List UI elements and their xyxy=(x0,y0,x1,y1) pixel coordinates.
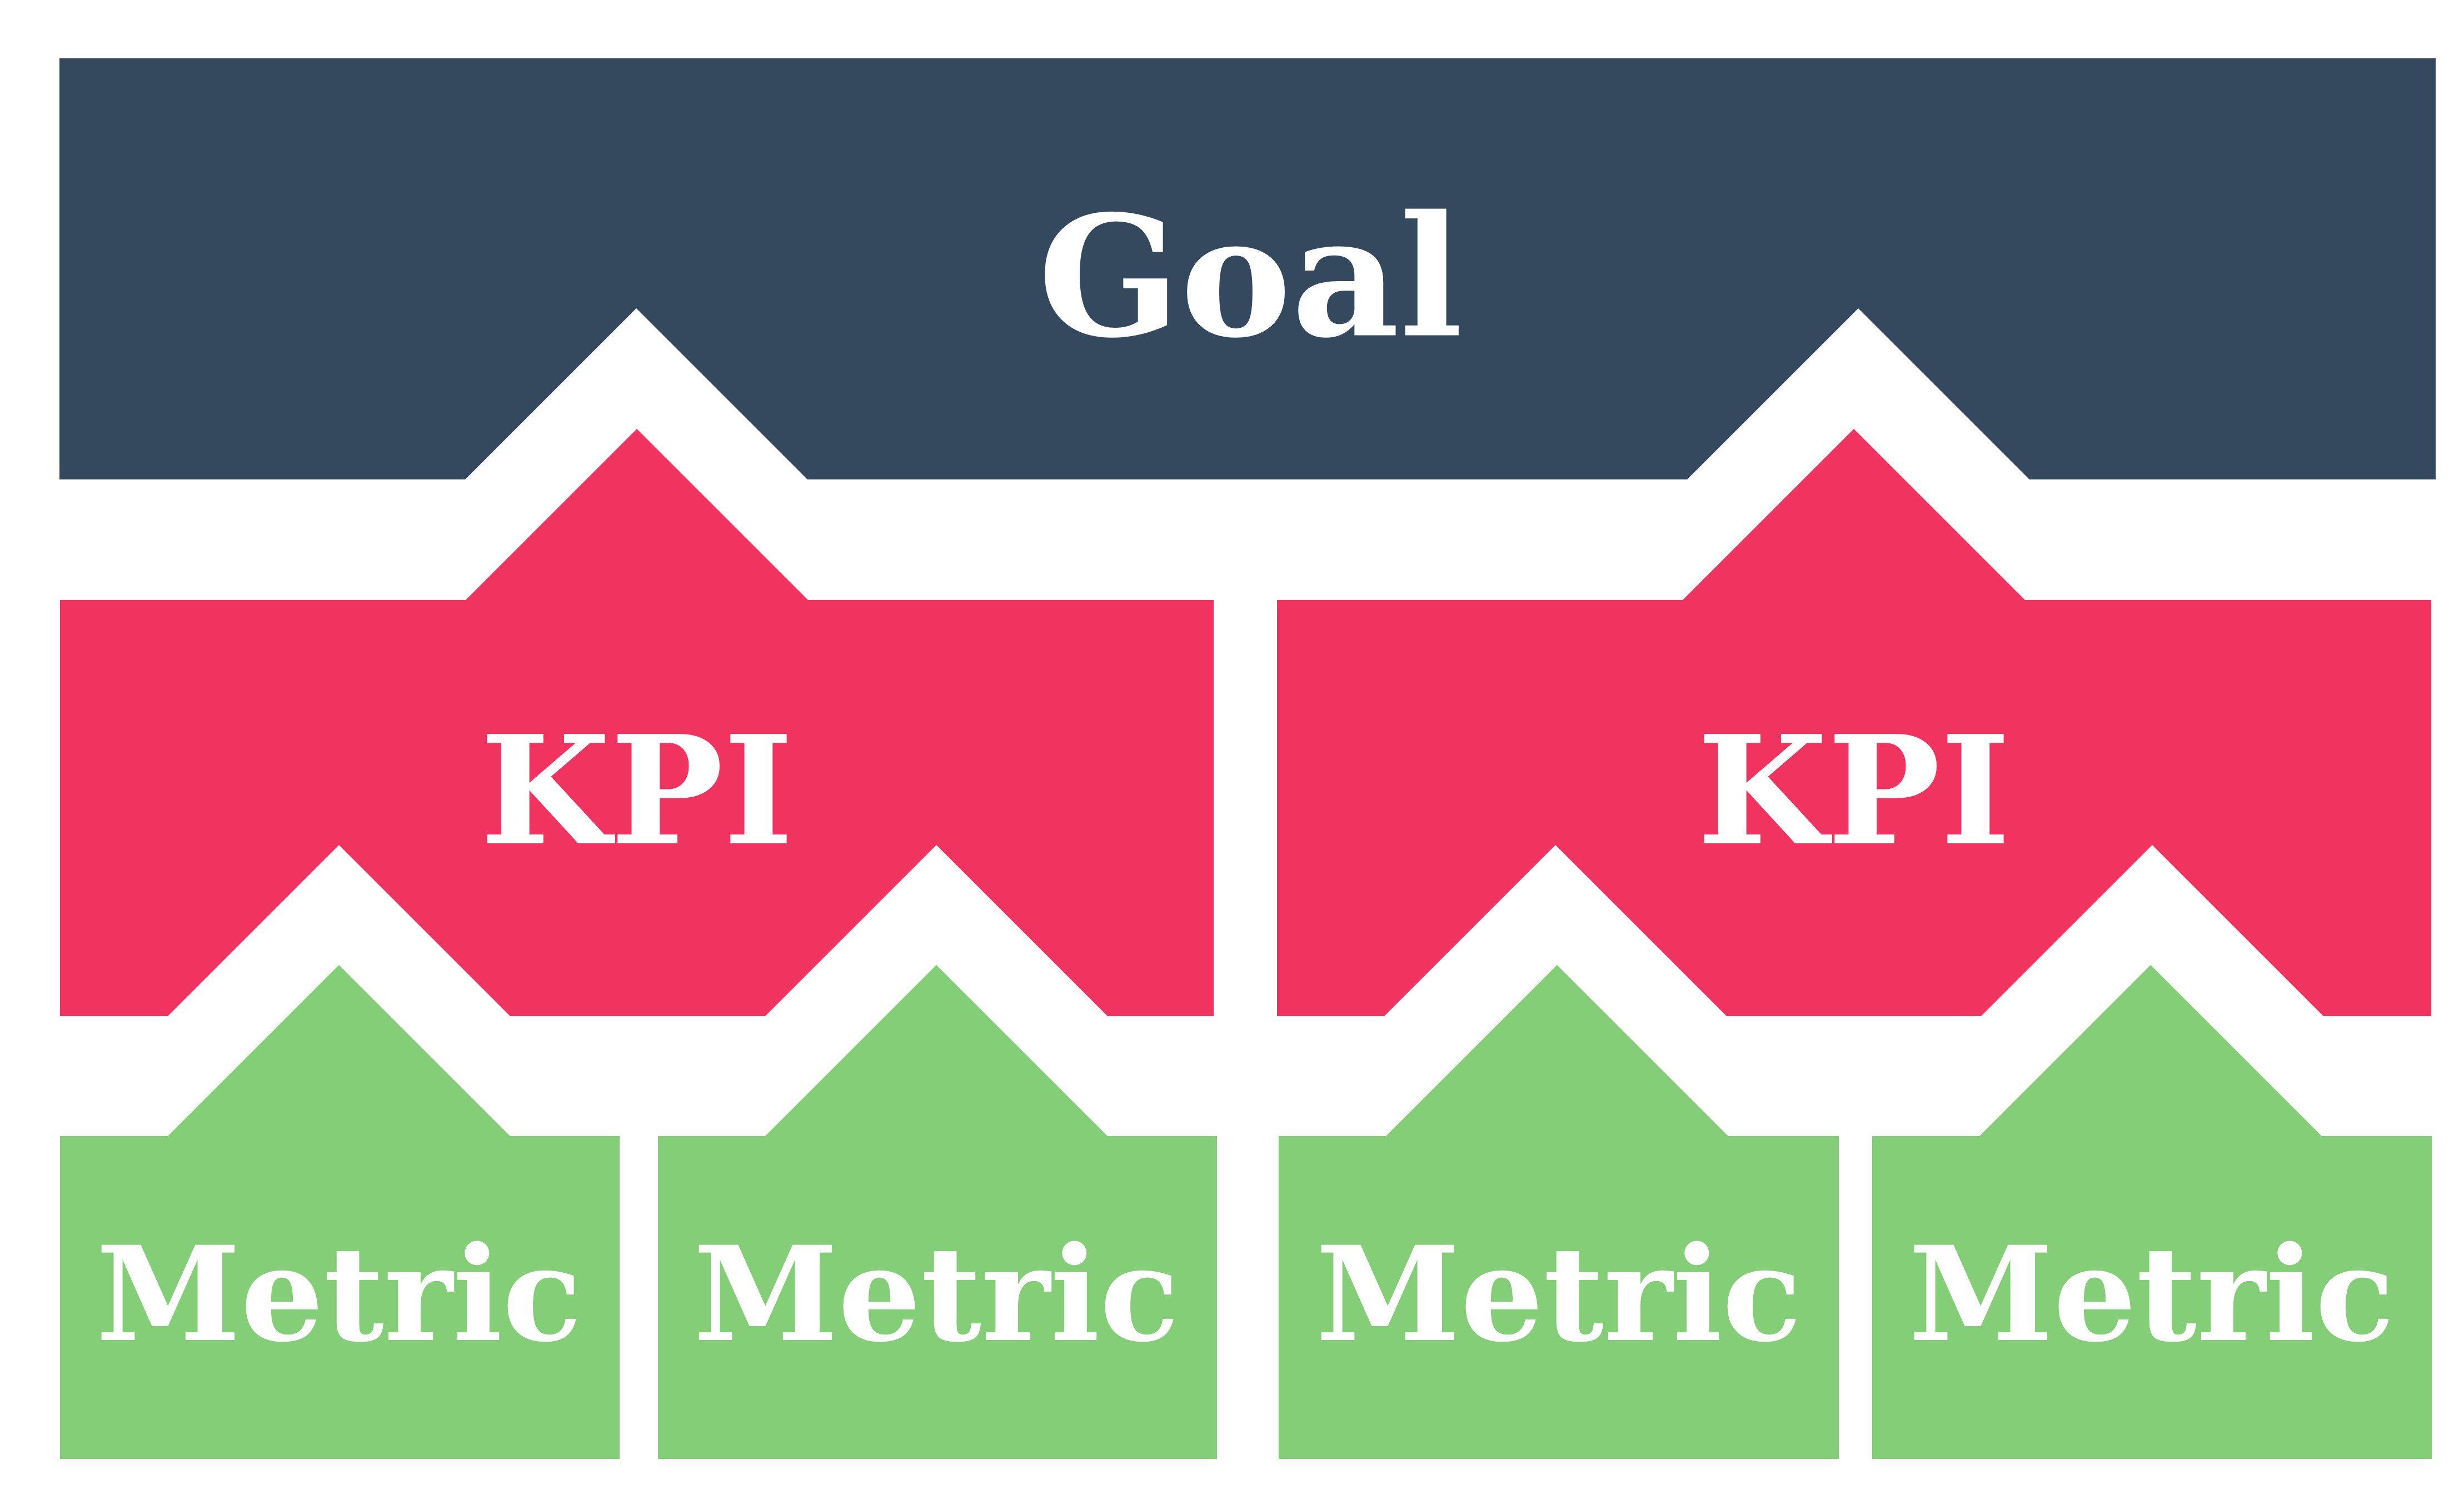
kpi-label-2: KPI xyxy=(1697,702,2011,879)
metric-label-1: Metric xyxy=(96,1218,582,1371)
kpi-label-1: KPI xyxy=(480,702,794,879)
kpi-shape-1 xyxy=(60,429,1214,1016)
goal-label: Goal xyxy=(1038,179,1463,375)
kpi-shape-2 xyxy=(1277,429,2431,1016)
metric-shape-2 xyxy=(658,965,1217,1459)
metric-block-3: Metric xyxy=(1279,965,1839,1459)
metric-label-3: Metric xyxy=(1316,1218,1802,1371)
metric-block-2: Metric xyxy=(658,965,1217,1459)
metric-shape-4 xyxy=(1872,965,2432,1459)
kpi-block-1: KPI xyxy=(60,429,1214,1016)
metric-block-1: Metric xyxy=(60,965,620,1459)
goal-block: Goal xyxy=(59,58,2436,479)
metric-label-2: Metric xyxy=(694,1218,1179,1371)
metric-shape-1 xyxy=(60,965,620,1459)
metric-block-4: Metric xyxy=(1872,965,2432,1459)
metric-label-4: Metric xyxy=(1909,1218,2395,1371)
goal-shape xyxy=(59,58,2436,479)
kpi-block-2: KPI xyxy=(1277,429,2431,1016)
metric-shape-3 xyxy=(1279,965,1839,1459)
